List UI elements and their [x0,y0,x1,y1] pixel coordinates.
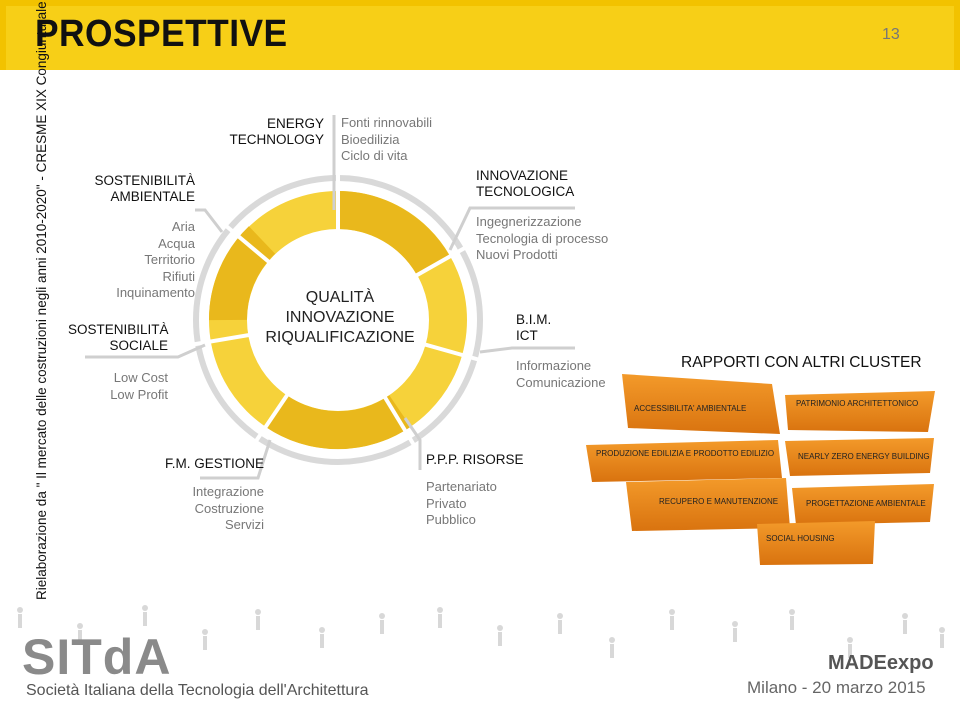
cluster-tag: SOCIAL HOUSING [766,534,835,543]
sost-amb-title: SOSTENIBILITÀ AMBIENTALE [90,173,195,205]
bim-item-2: Comunicazione [516,374,606,390]
ppp-title-line-1: P.P.P. RISORSE [426,452,524,467]
innovazione-title-line-2: TECNOLOGICA [476,184,575,199]
sitda-logo: SITdA [22,629,172,685]
fm-title-line-1: F.M. GESTIONE [164,456,264,471]
sitda-subtitle: Società Italiana della Tecnologia dell'A… [26,682,369,699]
clusters-title: RAPPORTI CON ALTRI CLUSTER [681,354,922,371]
ppp-item-1: Partenariato [426,479,497,494]
page-title: PROSPETTIVE [35,13,288,55]
bim-items: Informazione Comunicazione [516,358,606,391]
fm-item-1: Integrazione [192,484,264,499]
sost-amb-item-2: Acqua [158,235,195,251]
center-line-1: QUALITÀ [305,289,375,306]
energy-item-2: Bioedilizia [341,131,400,147]
ppp-items: Partenariato Privato Pubblico [426,479,497,529]
sost-amb-title-line-1: SOSTENIBILITÀ [94,173,195,188]
innovazione-items: Ingegnerizzazione Tecnologia di processo… [476,214,608,264]
sost-soc-title-line-1: SOSTENIBILITÀ [68,322,169,337]
fm-item-2: Costruzione [194,500,264,516]
cluster-tag: PATRIMONIO ARCHITETTONICO [796,399,919,408]
innovazione-item-2: Tecnologia di processo [476,230,609,246]
innovazione-item-1: Ingegnerizzazione [476,214,582,229]
sost-soc-item-1: Low Cost [113,370,168,385]
sost-soc-title: SOSTENIBILITÀ SOCIALE [68,322,169,354]
sost-amb-item-1: Aria [171,219,195,234]
center-line-2: INNOVAZIONE [285,309,395,326]
energy-title-line-1: ENERGY [266,116,324,131]
cluster-tag: PROGETTAZIONE AMBIENTALE [806,499,926,508]
bim-title: B.I.M. ICT [516,312,551,344]
energy-item-3: Ciclo di vita [341,148,408,163]
sost-soc-items: Low Cost Low Profit [68,370,168,403]
page-number: 13 [882,26,900,43]
ppp-title: P.P.P. RISORSE [426,452,524,468]
center-label: QUALITÀ INNOVAZIONE RIQUALIFICAZIONE [262,288,418,348]
fm-title: F.M. GESTIONE [160,456,264,472]
center-line-3: RIQUALIFICAZIONE [265,329,415,346]
energy-title-line-2: TECHNOLOGY [229,132,324,147]
header-bar [0,0,960,70]
innovazione-title: INNOVAZIONE TECNOLOGICA [476,168,574,200]
sost-amb-item-5: Inquinamento [116,285,195,300]
innovazione-title-line-1: INNOVAZIONE [476,168,569,183]
event-name: MADEexpo [828,652,934,674]
energy-item-1: Fonti rinnovabili [341,115,433,130]
ppp-item-3: Pubblico [426,512,476,527]
innovazione-item-3: Nuovi Prodotti [476,247,558,262]
bim-title-line-2: ICT [516,328,538,343]
fm-item-3: Servizi [224,517,264,532]
sost-amb-item-4: Rifiuti [162,268,195,284]
cluster-tag: PRODUZIONE EDILIZIA E PRODOTTO EDILIZIO [596,449,775,458]
energy-items: Fonti rinnovabili Bioedilizia Ciclo di v… [341,115,432,165]
energy-title: ENERGY TECHNOLOGY [222,116,324,148]
cluster-tag: RECUPERO E MANUTENZIONE [659,497,779,506]
sost-amb-title-line-2: AMBIENTALE [110,189,195,204]
bim-item-1: Informazione [516,358,592,373]
sost-amb-item-3: Territorio [144,252,195,267]
sost-amb-items: Aria Acqua Territorio Rifiuti Inquinamen… [95,219,195,302]
fm-items: Integrazione Costruzione Servizi [160,484,264,534]
event-date: Milano - 20 marzo 2015 [747,678,926,697]
ppp-item-2: Privato [426,495,467,511]
cluster-tag: NEARLY ZERO ENERGY BUILDING [798,452,930,461]
sost-soc-item-2: Low Profit [110,386,168,402]
bim-title-line-1: B.I.M. [516,312,552,327]
sost-soc-title-line-2: SOCIALE [109,338,168,353]
cluster-tag: ACCESSIBILITA' AMBIENTALE [634,404,747,413]
